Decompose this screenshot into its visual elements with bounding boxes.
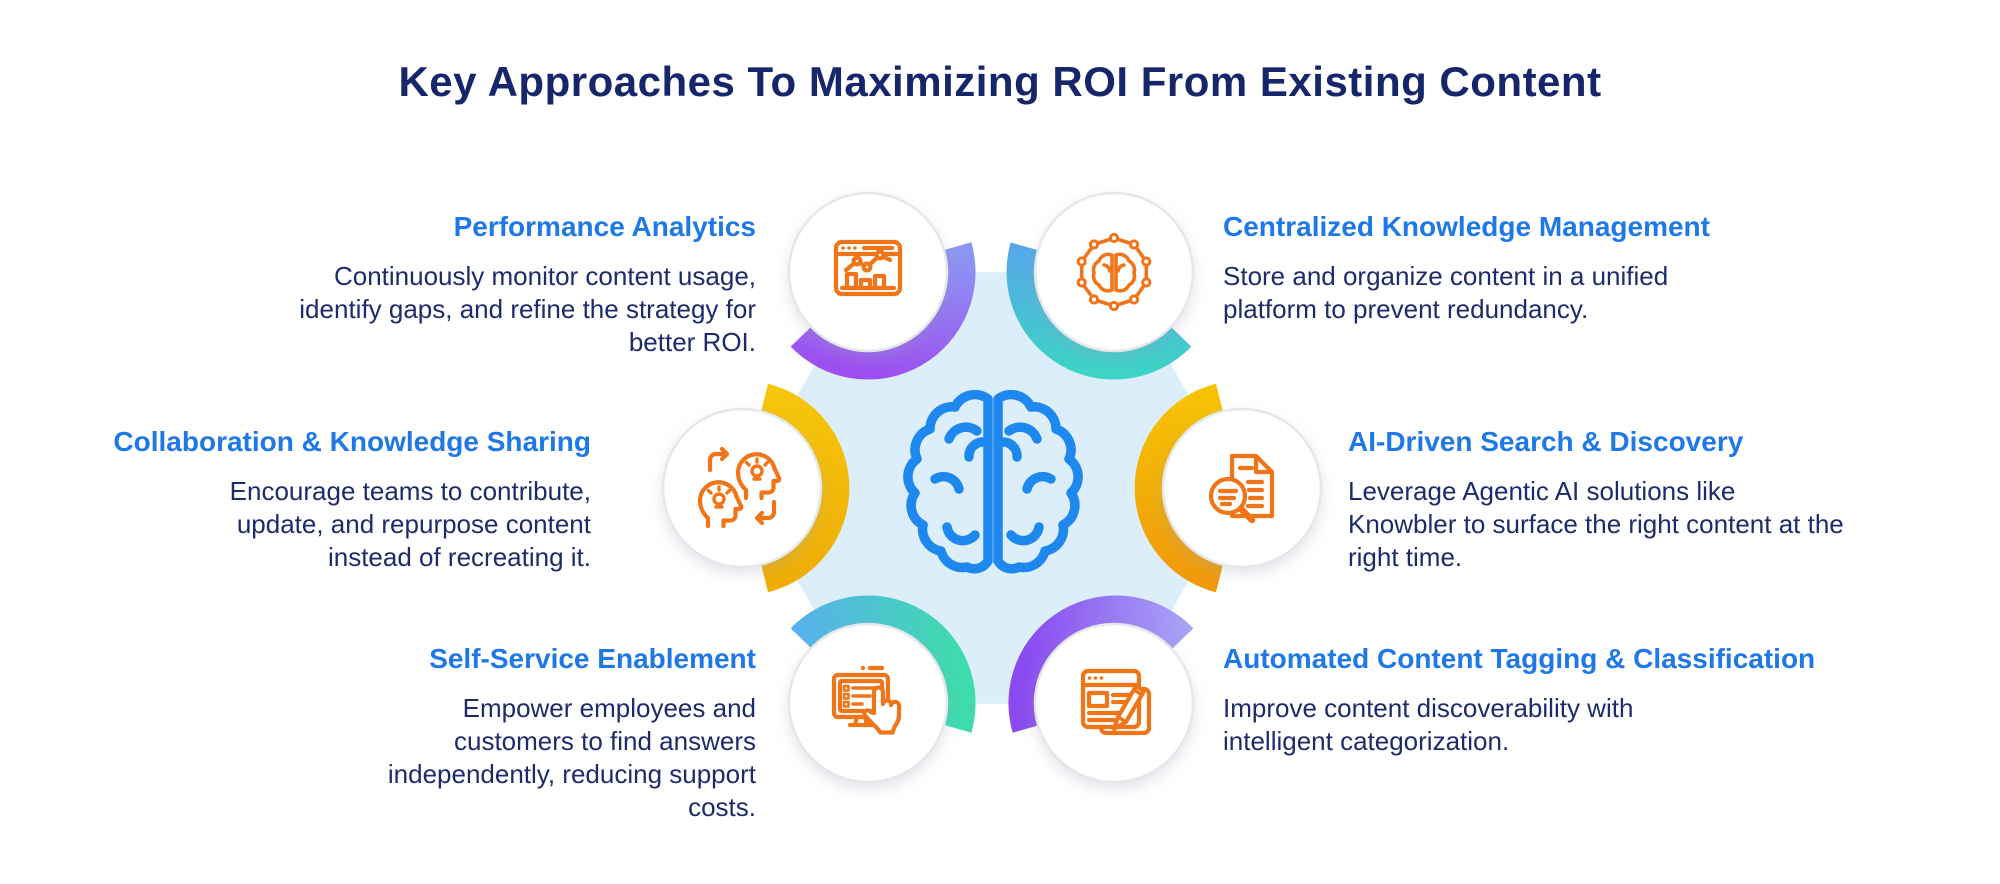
item-body: Continuously monitor content usage, iden… (299, 261, 756, 357)
arc-collaboration-knowledge-sharing (760, 383, 850, 593)
item-heading: Self-Service Enablement (429, 643, 756, 674)
item-performance-analytics: Performance Analytics Continuously monit… (236, 210, 756, 359)
networked-brain-icon (1076, 232, 1152, 312)
item-heading: Automated Content Tagging & Classificati… (1223, 643, 1816, 674)
item-heading: Collaboration & Knowledge Sharing (113, 426, 591, 457)
icon-circle-self-service-enablement (787, 622, 949, 784)
item-body: Empower employees and customers to find … (387, 693, 756, 822)
item-heading: Centralized Knowledge Management (1223, 211, 1710, 242)
arc-performance-analytics (790, 242, 976, 380)
item-heading: AI-Driven Search & Discovery (1348, 426, 1744, 457)
item-automated-content-tagging: Automated Content Tagging & Classificati… (1223, 642, 1923, 758)
item-ai-driven-search-discovery: AI-Driven Search & Discovery Leverage Ag… (1348, 425, 1888, 574)
page-title: Key Approaches To Maximizing ROI From Ex… (398, 58, 1602, 105)
arc-centralized-knowledge-management (1006, 242, 1192, 380)
item-collaboration-knowledge-sharing: Collaboration & Knowledge Sharing Encour… (31, 425, 591, 574)
arc-self-service-enablement (790, 595, 976, 733)
item-self-service-enablement: Self-Service Enablement Empower employee… (236, 642, 756, 824)
item-heading: Performance Analytics (453, 211, 756, 242)
icon-circle-centralized-knowledge-management (1033, 191, 1195, 353)
document-search-icon (1208, 453, 1275, 524)
arc-ai-driven-search-discovery (1134, 383, 1224, 593)
document-edit-pencil-icon (1080, 668, 1152, 736)
item-body: Improve content discoverability with int… (1223, 693, 1634, 756)
item-body: Leverage Agentic AI solutions like Knowb… (1348, 476, 1844, 572)
brain-icon (903, 389, 1083, 574)
arc-automated-content-tagging (1008, 595, 1194, 733)
item-centralized-knowledge-management: Centralized Knowledge Management Store a… (1223, 210, 1843, 326)
item-body: Encourage teams to contribute, update, a… (229, 476, 591, 572)
idea-exchange-heads-icon (697, 446, 782, 529)
touchscreen-hand-icon (831, 665, 902, 735)
analytics-dashboard-icon (833, 239, 903, 297)
item-body: Store and organize content in a unified … (1223, 261, 1669, 324)
